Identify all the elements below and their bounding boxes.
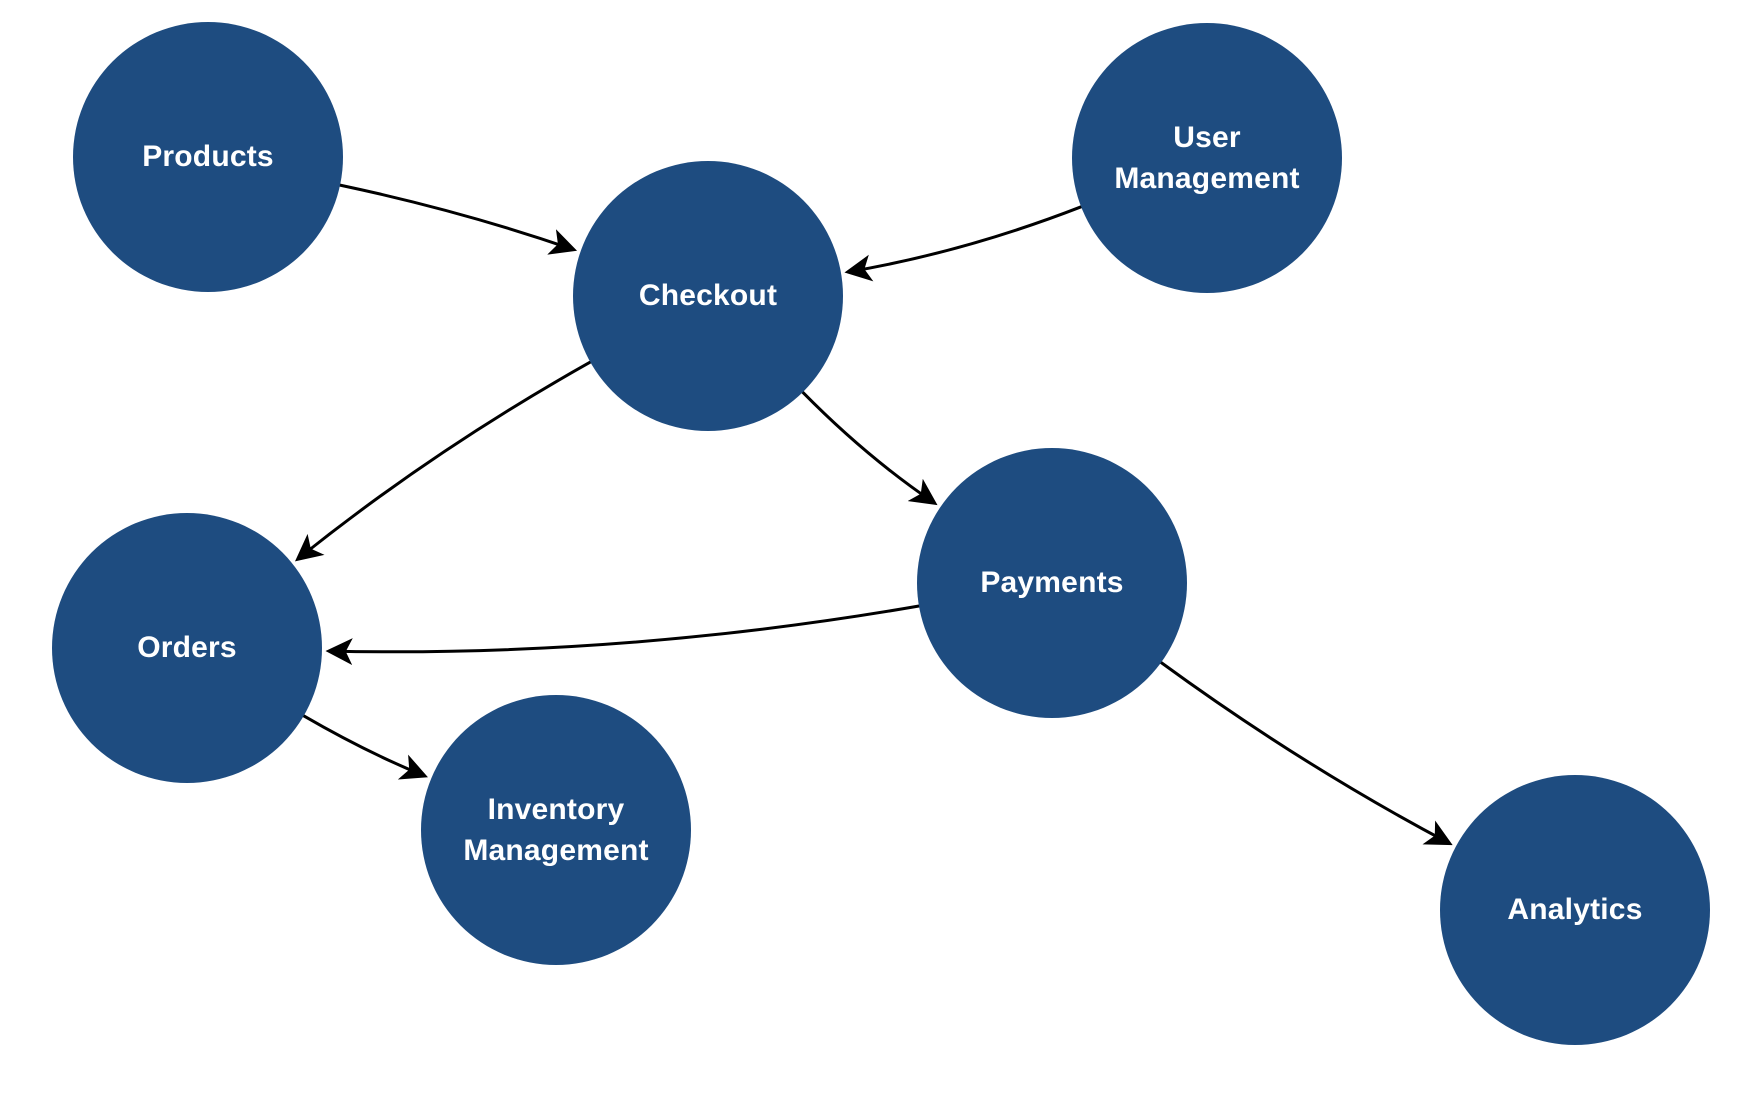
node-label-payments: Payments <box>980 566 1124 600</box>
edge-user_mgmt-to-checkout <box>844 205 1083 282</box>
edge-checkout-to-payments <box>801 390 938 506</box>
node-label-analytics: Analytics <box>1507 893 1643 927</box>
edge-products-to-checkout <box>338 183 578 255</box>
node-label-products: Products <box>142 140 274 174</box>
edge-payments-to-orders <box>325 604 921 666</box>
node-label-checkout: Checkout <box>638 279 778 313</box>
node-checkout[interactable]: Checkout <box>573 161 843 431</box>
node-inventory[interactable]: Inventory Management <box>421 695 691 965</box>
node-label-orders: Orders <box>137 631 237 665</box>
node-label-inventory: Inventory Management <box>463 792 649 867</box>
edge-orders-to-inventory <box>302 714 428 780</box>
node-payments[interactable]: Payments <box>917 448 1187 718</box>
edge-payments-to-analytics <box>1159 661 1453 846</box>
node-orders[interactable]: Orders <box>52 513 322 783</box>
node-analytics[interactable]: Analytics <box>1440 775 1710 1045</box>
edge-checkout-to-orders <box>294 360 592 562</box>
node-user_mgmt[interactable]: User Management <box>1072 23 1342 293</box>
node-label-user_mgmt: User Management <box>1114 120 1300 195</box>
edges-group <box>294 183 1453 846</box>
node-products[interactable]: Products <box>73 22 343 292</box>
